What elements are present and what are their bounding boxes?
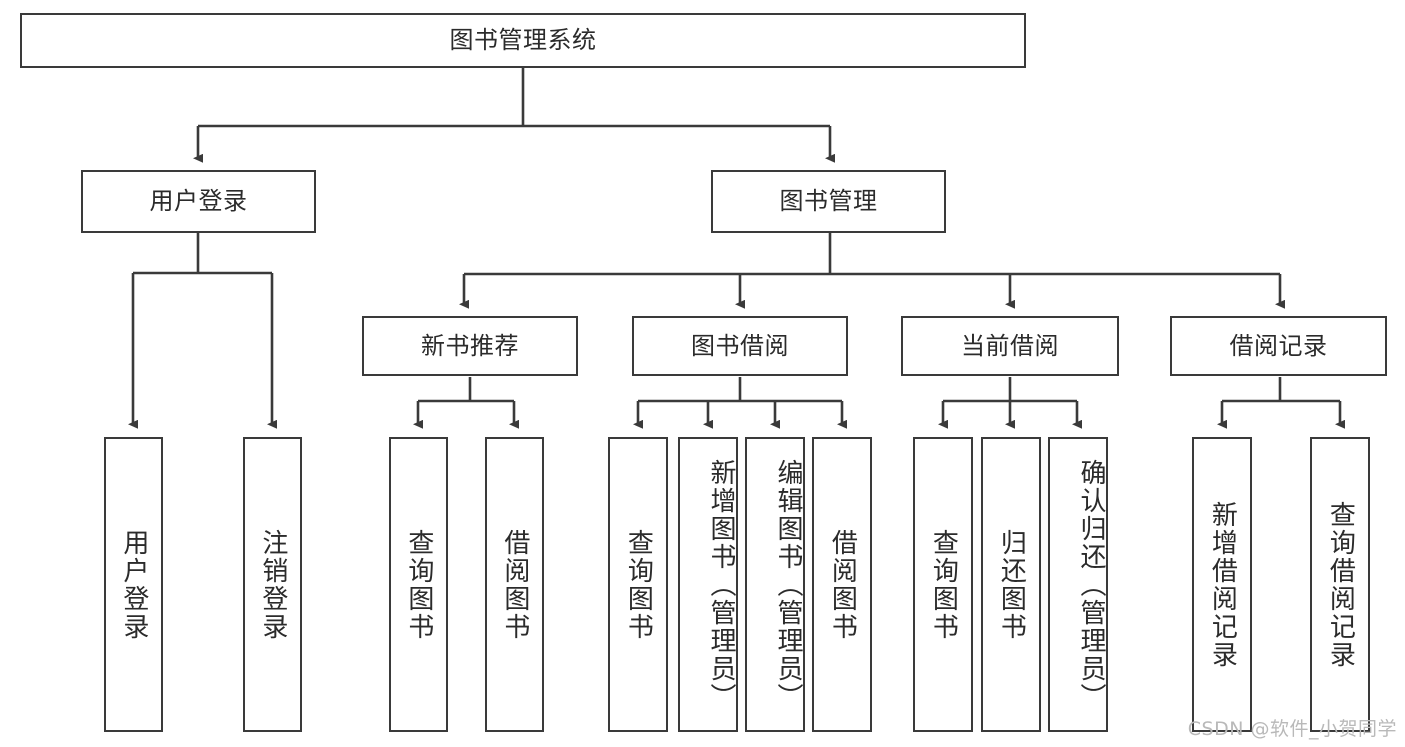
leaf-query-borrow-record[interactable]: 查询借阅记录 [1310,437,1370,732]
leaf-add-book-admin[interactable]: 新增图书（管理员） [678,437,738,732]
csdn-watermark: CSDN @软件_小贺同学 [1187,718,1397,740]
leaf-user-logout[interactable]: 注销登录 [243,437,302,732]
leaf-add-borrow-record[interactable]: 新增借阅记录 [1192,437,1252,732]
node-root-system[interactable]: 图书管理系统 [20,13,1026,68]
node-book-management[interactable]: 图书管理 [711,170,946,233]
leaf-borrow-book[interactable]: 借阅图书 [812,437,872,732]
leaf-borrow-book-recommend[interactable]: 借阅图书 [485,437,544,732]
leaf-edit-book-admin[interactable]: 编辑图书（管理员） [745,437,805,732]
leaf-confirm-return-admin[interactable]: 确认归还（管理员） [1048,437,1108,732]
node-new-book-recommend[interactable]: 新书推荐 [362,316,578,376]
node-borrow-records[interactable]: 借阅记录 [1170,316,1387,376]
leaf-user-login[interactable]: 用户登录 [104,437,163,732]
node-user-login[interactable]: 用户登录 [81,170,316,233]
node-current-borrow[interactable]: 当前借阅 [901,316,1119,376]
leaf-query-book-recommend[interactable]: 查询图书 [389,437,448,732]
leaf-query-book-current[interactable]: 查询图书 [913,437,973,732]
leaf-query-book-borrow[interactable]: 查询图书 [608,437,668,732]
node-book-borrow[interactable]: 图书借阅 [632,316,848,376]
leaf-return-book[interactable]: 归还图书 [981,437,1041,732]
